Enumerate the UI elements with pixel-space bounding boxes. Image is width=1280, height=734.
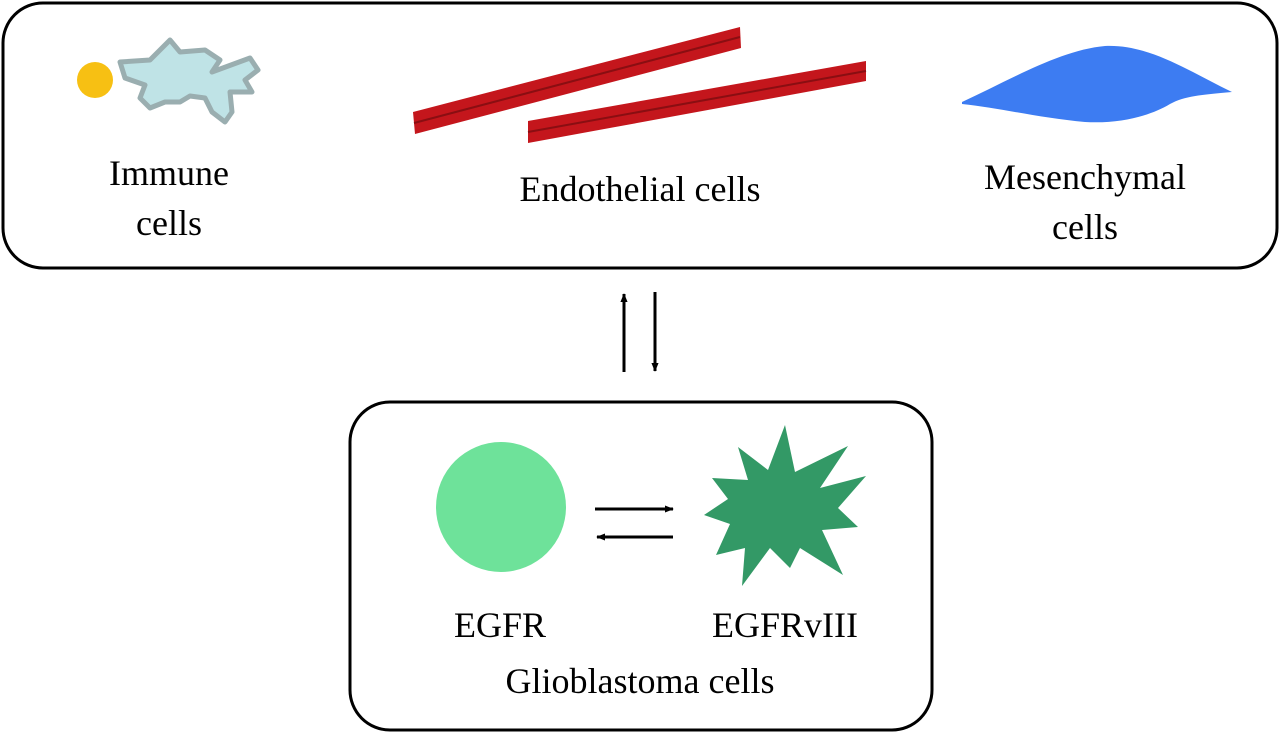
mesenchymal-label-line-1: Mesenchymal [984, 157, 1186, 197]
mesenchymal-label-line-2: cells [1052, 207, 1118, 247]
immune-label-line-1: Immune [109, 153, 229, 193]
mesenchymal-cell [962, 45, 1232, 123]
mesenchymal-cells-label: Mesenchymal cells [955, 152, 1215, 252]
endothelial-vessel-1 [413, 27, 741, 134]
endothelial-vessel-2 [527, 61, 867, 143]
immune-small-cell [77, 62, 113, 98]
microenvironment-panel [1, 1, 1279, 270]
egfrviii-cell [704, 425, 866, 586]
egfrviii-label: EGFRvIII [680, 600, 890, 650]
egfr-cell [436, 442, 566, 572]
immune-cells-label: Immune cells [60, 148, 278, 248]
immune-dendritic-cell [117, 37, 261, 125]
egfr-label: EGFR [400, 600, 600, 650]
endothelial-label-text: Endothelial cells [519, 169, 761, 209]
egfrviii-label-text: EGFRvIII [712, 605, 858, 645]
glioblastoma-cells-label: Glioblastoma cells [430, 656, 850, 706]
glioblastoma-label-text: Glioblastoma cells [505, 661, 775, 701]
immune-label-line-2: cells [136, 203, 202, 243]
endothelial-cells-label: Endothelial cells [440, 164, 840, 214]
egfr-label-text: EGFR [453, 605, 547, 645]
